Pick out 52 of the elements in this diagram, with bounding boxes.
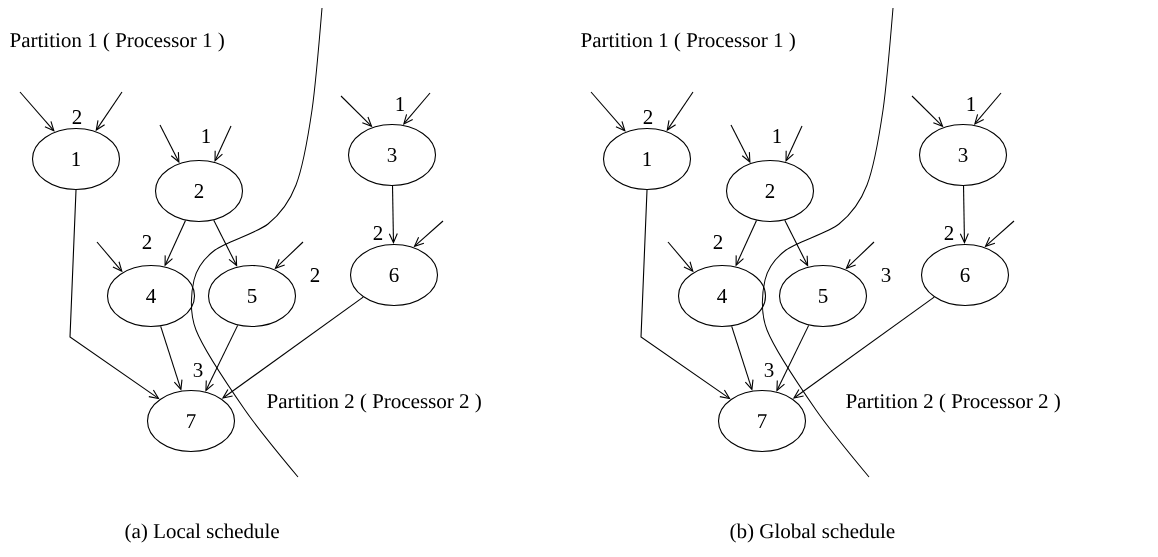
arrow	[666, 91, 694, 132]
arrow	[274, 241, 304, 270]
partition-label: Partition 1 ( Processor 1 )	[581, 32, 795, 52]
arrow	[19, 91, 55, 132]
partition-label: Partition 2 ( Processor 2 )	[267, 393, 481, 413]
arrow	[221, 296, 364, 399]
weight-number: 2	[142, 235, 152, 249]
arrow	[413, 220, 444, 248]
arrow	[667, 241, 694, 273]
arrow	[730, 124, 751, 164]
arrow	[402, 92, 431, 125]
arrow	[731, 325, 754, 391]
arrow	[845, 241, 875, 270]
weight-number: 2	[944, 226, 954, 240]
arrow	[159, 124, 180, 164]
caption: (b) Global schedule	[730, 523, 895, 543]
arrow	[205, 324, 239, 392]
weight-number: 1	[396, 97, 404, 111]
weight-number: 2	[713, 235, 723, 249]
arrow	[160, 325, 183, 391]
arrow	[96, 241, 123, 273]
caption: (a) Local schedule	[125, 523, 279, 543]
arrow	[785, 125, 803, 162]
arrow	[69, 189, 160, 400]
arrow	[388, 185, 398, 244]
arrow	[213, 219, 238, 267]
weight-number: 3	[881, 267, 891, 283]
arrow	[792, 296, 935, 399]
weight-number: 2	[643, 110, 653, 124]
partition-label: Partition 1 ( Processor 1 )	[10, 32, 224, 52]
partition-label: Partition 2 ( Processor 2 )	[846, 393, 1060, 413]
weight-number: 1	[202, 129, 210, 143]
weight-number: 2	[310, 268, 320, 282]
arrow	[911, 95, 944, 128]
arrow	[784, 219, 809, 267]
weight-number: 3	[764, 362, 774, 378]
arrow	[214, 125, 232, 162]
arrow	[590, 91, 626, 132]
arrow	[776, 324, 810, 392]
arrow	[95, 91, 123, 132]
arrow	[735, 220, 758, 267]
weight-number: 2	[373, 226, 383, 240]
arrow	[164, 220, 187, 267]
arrow	[959, 185, 969, 244]
weight-number: 2	[72, 110, 82, 124]
arrow	[340, 95, 373, 128]
arrow	[984, 220, 1015, 248]
weight-number: 3	[193, 362, 203, 378]
arrow	[640, 189, 731, 400]
weight-number: 1	[967, 97, 975, 111]
arrow	[973, 92, 1002, 125]
weight-number: 1	[773, 129, 781, 143]
